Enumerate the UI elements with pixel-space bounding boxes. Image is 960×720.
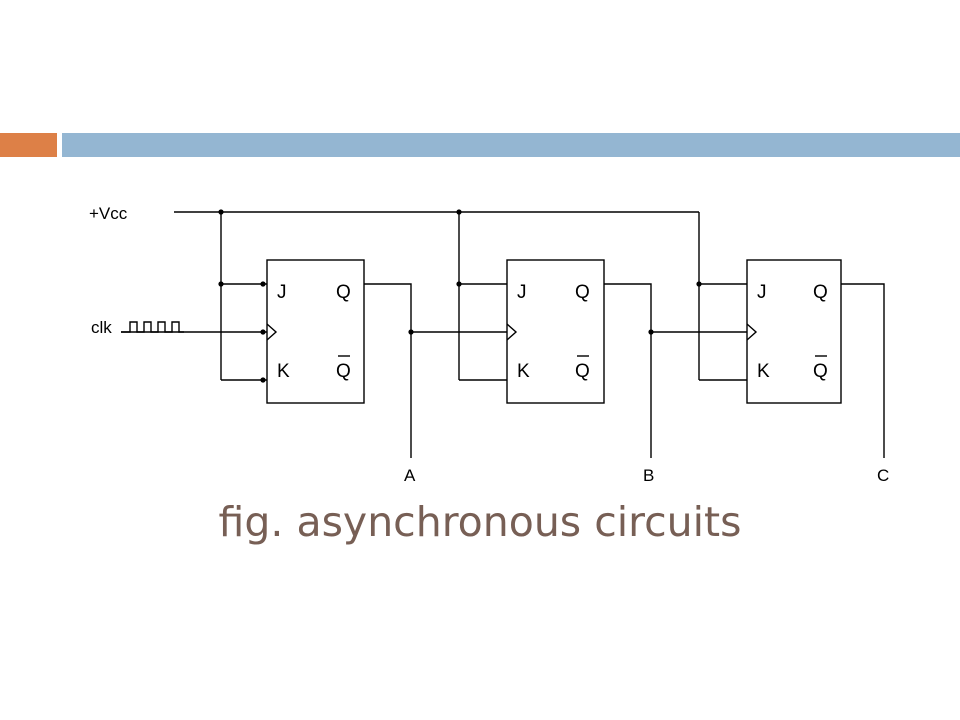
output-c-label: C xyxy=(877,466,889,485)
junction-dot xyxy=(456,281,462,287)
ff3-j-label: J xyxy=(757,282,767,303)
ff1-k-label: K xyxy=(277,361,290,382)
ff2-q-label: Q xyxy=(575,282,590,303)
clock-input xyxy=(121,321,267,335)
ff1-j-label: J xyxy=(277,282,287,303)
accent-bar-blue xyxy=(62,133,960,157)
output-c-wiring xyxy=(841,283,885,458)
ff3-qbar-label: Q xyxy=(813,361,828,382)
ff2-k-label: K xyxy=(517,361,530,382)
square-wave-icon xyxy=(121,321,184,333)
ff1-qbar-label: Q xyxy=(336,361,351,382)
flip-flop-1: J K Q Q xyxy=(260,259,365,404)
ff1-q-label: Q xyxy=(336,282,351,303)
figure-caption: fig. asynchronous circuits xyxy=(218,498,742,546)
accent-bar-orange xyxy=(0,133,57,157)
junction-dot xyxy=(456,209,462,215)
vcc-wiring xyxy=(174,209,747,381)
ff3-q-label: Q xyxy=(813,282,828,303)
output-b-wiring xyxy=(604,283,747,458)
junction-dot xyxy=(218,281,224,287)
output-a-label: A xyxy=(404,466,416,485)
junction-dot xyxy=(218,209,224,215)
junction-dot xyxy=(696,281,702,287)
vcc-label: +Vcc xyxy=(89,204,128,223)
ff2-j-label: J xyxy=(517,282,527,303)
ff3-k-label: K xyxy=(757,361,770,382)
flip-flop-3: J K Q Q xyxy=(746,259,842,404)
clock-label: clk xyxy=(91,318,112,337)
flip-flop-2: J K Q Q xyxy=(506,259,605,404)
output-b-label: B xyxy=(643,466,654,485)
output-a-wiring xyxy=(364,283,507,458)
clock-pin-dot xyxy=(260,329,266,335)
ff2-qbar-label: Q xyxy=(575,361,590,382)
